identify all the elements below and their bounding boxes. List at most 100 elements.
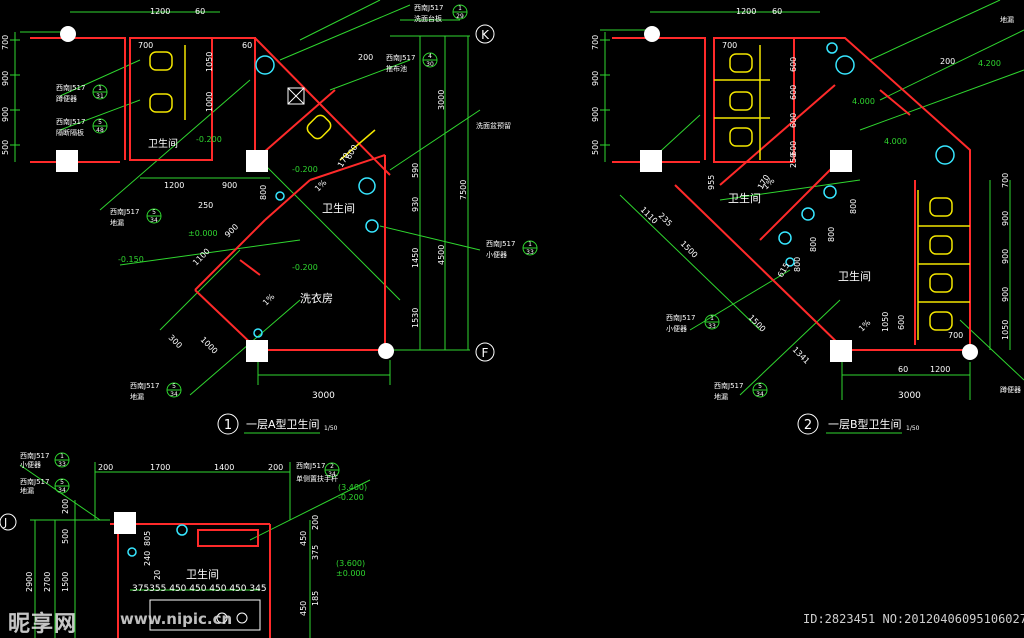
svg-text:西南J517: 西南J517 <box>130 381 159 390</box>
svg-text:34: 34 <box>328 471 336 478</box>
plan-a-title: 一层A型卫生间 <box>246 417 320 431</box>
level-label: 4.000 <box>884 137 907 146</box>
plan-a-scale: 1/50 <box>324 425 338 432</box>
svg-text:5: 5 <box>60 479 64 486</box>
svg-text:34: 34 <box>58 487 66 494</box>
svg-text:西南J517: 西南J517 <box>296 461 325 470</box>
dim: 500 <box>61 529 70 544</box>
svg-text:5: 5 <box>758 383 762 390</box>
dim: 1500 <box>747 313 768 334</box>
svg-text:30: 30 <box>426 61 434 68</box>
dim: 1050 <box>205 52 214 72</box>
dim: 1200 <box>164 181 184 190</box>
dim: 500 <box>1 140 10 155</box>
svg-text:西南J517: 西南J517 <box>56 117 85 126</box>
svg-text:1: 1 <box>528 241 532 248</box>
dim: 200 <box>268 463 283 472</box>
column <box>640 150 662 172</box>
svg-text:西南J517: 西南J517 <box>110 207 139 216</box>
svg-text:5: 5 <box>172 383 176 390</box>
watermark-brand: 昵享网 <box>8 612 78 637</box>
dim: 1341 <box>791 345 812 366</box>
dim: 700 <box>1 35 10 50</box>
plan-b-dimension-lines <box>600 0 1024 400</box>
plan-a-ref-4: 西南J517 5 48 隔断隔板 <box>56 117 108 137</box>
dim: 1450 <box>411 248 420 268</box>
plan-a-ref-3: 西南J517 1 31 蹲便器 <box>56 83 108 103</box>
dim: 900 <box>591 107 600 122</box>
dim: 805 <box>143 531 152 546</box>
column <box>830 340 852 362</box>
plan-a-title-num: 1 <box>224 418 232 433</box>
dim: 1200 <box>736 7 756 16</box>
dim: 1200 <box>150 7 170 16</box>
axis-f-label: F <box>482 346 489 360</box>
dim: 1000 <box>199 335 220 356</box>
svg-text:地漏: 地漏 <box>110 218 124 227</box>
plan-b: 卫生间 卫生间 4.200 4.000 4.000 1200 60 700 90… <box>591 0 1024 435</box>
plan-a-sinks <box>253 55 379 338</box>
plan-a-dimension-lines <box>10 0 481 396</box>
plan-b-title-bubble <box>797 413 819 435</box>
image-id-line: ID:2823451 NO:20120406095106027345 <box>803 612 1024 626</box>
dim: 900 <box>1001 287 1010 302</box>
dim: 1500 <box>679 239 700 260</box>
plan-a-title-bubble <box>217 413 239 435</box>
dim: 1530 <box>411 308 420 328</box>
dim: 200 <box>98 463 113 472</box>
svg-text:5: 5 <box>98 119 102 126</box>
svg-text:西南J517: 西南J517 <box>56 83 85 92</box>
plan-c-ref-3: 西南J517 2 34 单侧置扶手杆 <box>296 461 340 483</box>
dim: 800 <box>259 185 268 200</box>
level-label: -0.150 <box>118 255 144 264</box>
axis-j-label: J <box>3 516 7 529</box>
dim: 1400 <box>214 463 234 472</box>
plan-b-urinals-sinks <box>778 42 955 267</box>
dim: 60 <box>898 365 908 374</box>
plan-b-fixtures <box>714 45 970 340</box>
svg-text:西南J517: 西南J517 <box>386 53 415 62</box>
dim: 955 <box>707 175 716 190</box>
right-label: 地漏 <box>1000 15 1014 24</box>
dim: 600 <box>789 113 798 128</box>
plan-c-fixtures <box>149 599 261 631</box>
plan-c-ref-1: 西南J517 1 33 小便器 <box>20 451 70 469</box>
plan-b-scale: 1/50 <box>906 425 920 432</box>
level-label: ±0.000 <box>336 569 366 578</box>
dim: 7500 <box>459 180 468 200</box>
svg-text:4: 4 <box>428 53 432 60</box>
dim: 185 <box>311 591 320 606</box>
column-round <box>644 26 660 42</box>
svg-text:西南J517: 西南J517 <box>20 451 49 460</box>
svg-text:34: 34 <box>756 391 764 398</box>
level-label: -0.200 <box>292 263 318 272</box>
room-label-laundry: 洗衣房 <box>300 291 333 305</box>
dim: 200 <box>940 57 955 66</box>
svg-text:小便器: 小便器 <box>486 250 507 259</box>
dim: 235 <box>657 211 674 228</box>
dim: 700 <box>591 35 600 50</box>
mop-sink <box>287 87 305 105</box>
dim: 450 <box>299 601 308 616</box>
axis-k-label: K <box>481 28 490 42</box>
column <box>246 150 268 172</box>
svg-text:33: 33 <box>708 323 716 330</box>
svg-text:5: 5 <box>152 209 156 216</box>
dim: 1000 <box>205 92 214 112</box>
dim: 300 <box>167 333 184 350</box>
dim: 4500 <box>437 245 446 265</box>
plan-b-walls <box>612 37 971 351</box>
svg-text:西南J517: 西南J517 <box>20 477 49 486</box>
dim: 1500 <box>61 572 70 592</box>
plan-b-title-num: 2 <box>804 418 812 433</box>
dim: 900 <box>1001 249 1010 264</box>
dim: 200 <box>358 53 373 62</box>
level-label: 4.000 <box>852 97 875 106</box>
right-label: 蹲便器 <box>1000 385 1021 394</box>
axis-bubble-j <box>0 513 17 531</box>
plan-c-walls <box>110 523 271 638</box>
dim: 500 <box>591 140 600 155</box>
dim: 60 <box>242 41 252 50</box>
dim: 20 <box>153 570 162 580</box>
